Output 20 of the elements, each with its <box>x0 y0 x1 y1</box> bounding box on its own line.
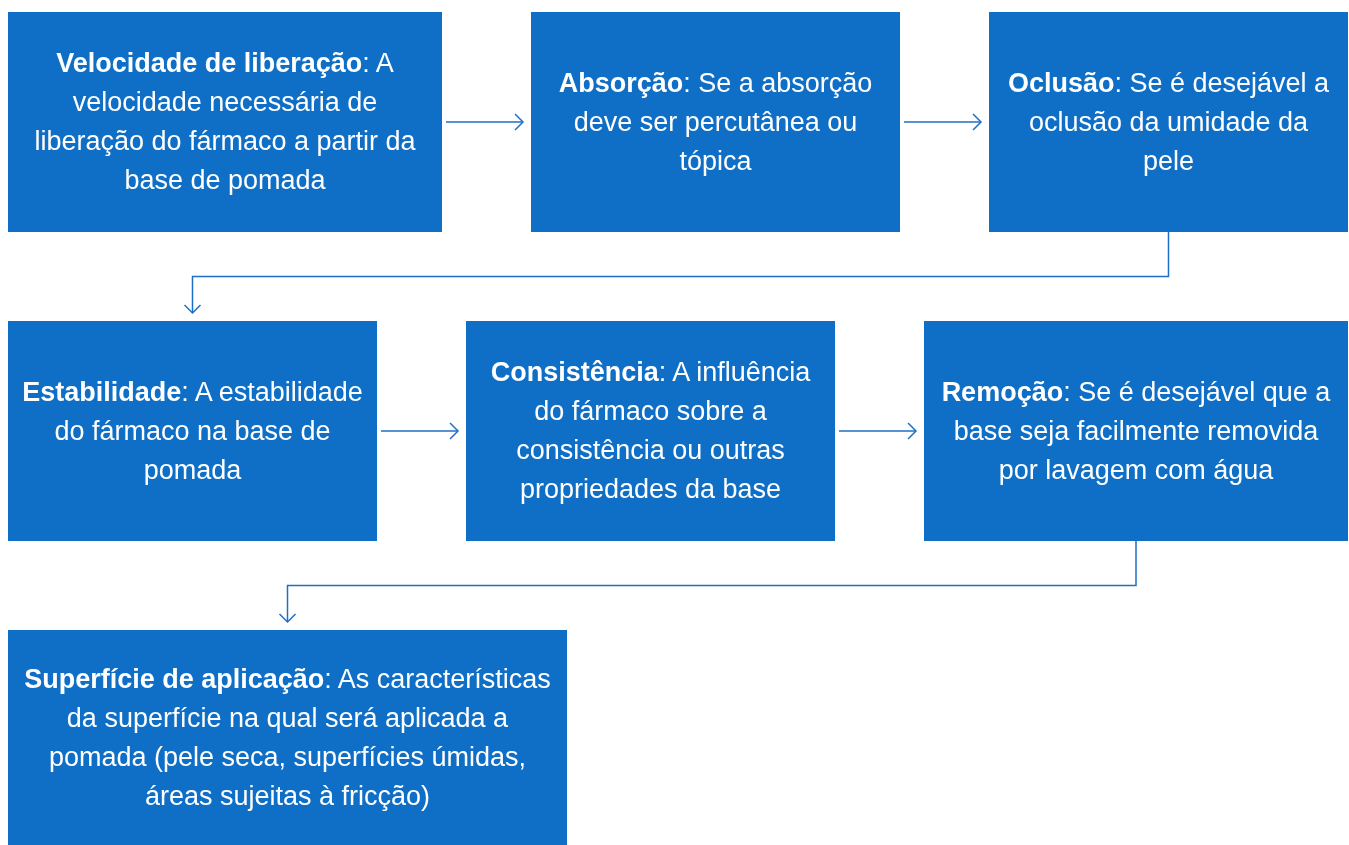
box-text: Absorção: Se a absorção deve ser percutânea ou tópica <box>557 66 874 178</box>
arrow <box>838 422 917 440</box>
process-box <box>531 12 900 232</box>
box-text: Estabilidade: A estabilidade do fármaco na base de pomada <box>21 375 364 487</box>
process-box <box>466 321 835 541</box>
arrow <box>380 422 459 440</box>
box-text: Remoção: Se é desejável que a base seja facilmente removida por lavagem com água <box>940 375 1332 487</box>
arrow <box>903 113 982 131</box>
arrow <box>278 540 1137 623</box>
arrow <box>183 231 1170 314</box>
process-box <box>8 321 377 541</box>
box-text: Velocidade de liberação: A velocidade necessária de liberação do fármaco a partir da base de pomada <box>33 47 417 197</box>
process-box <box>8 630 567 845</box>
box-text: Oclusão: Se é desejável a oclusão da umidade da pele <box>1006 66 1331 178</box>
process-box <box>924 321 1348 541</box>
process-box <box>8 12 442 232</box>
box-text: Superfície de aplicação: As características da superfície na qual será aplicada a pomada (pele seca, superfícies úmidas, áreas sujeitas à fricção) <box>23 662 552 813</box>
process-box <box>989 12 1348 232</box>
box-text: Consistência: A influência do fármaco sobre a consistência ou outras propriedades da base <box>489 356 812 506</box>
arrow <box>445 113 524 131</box>
